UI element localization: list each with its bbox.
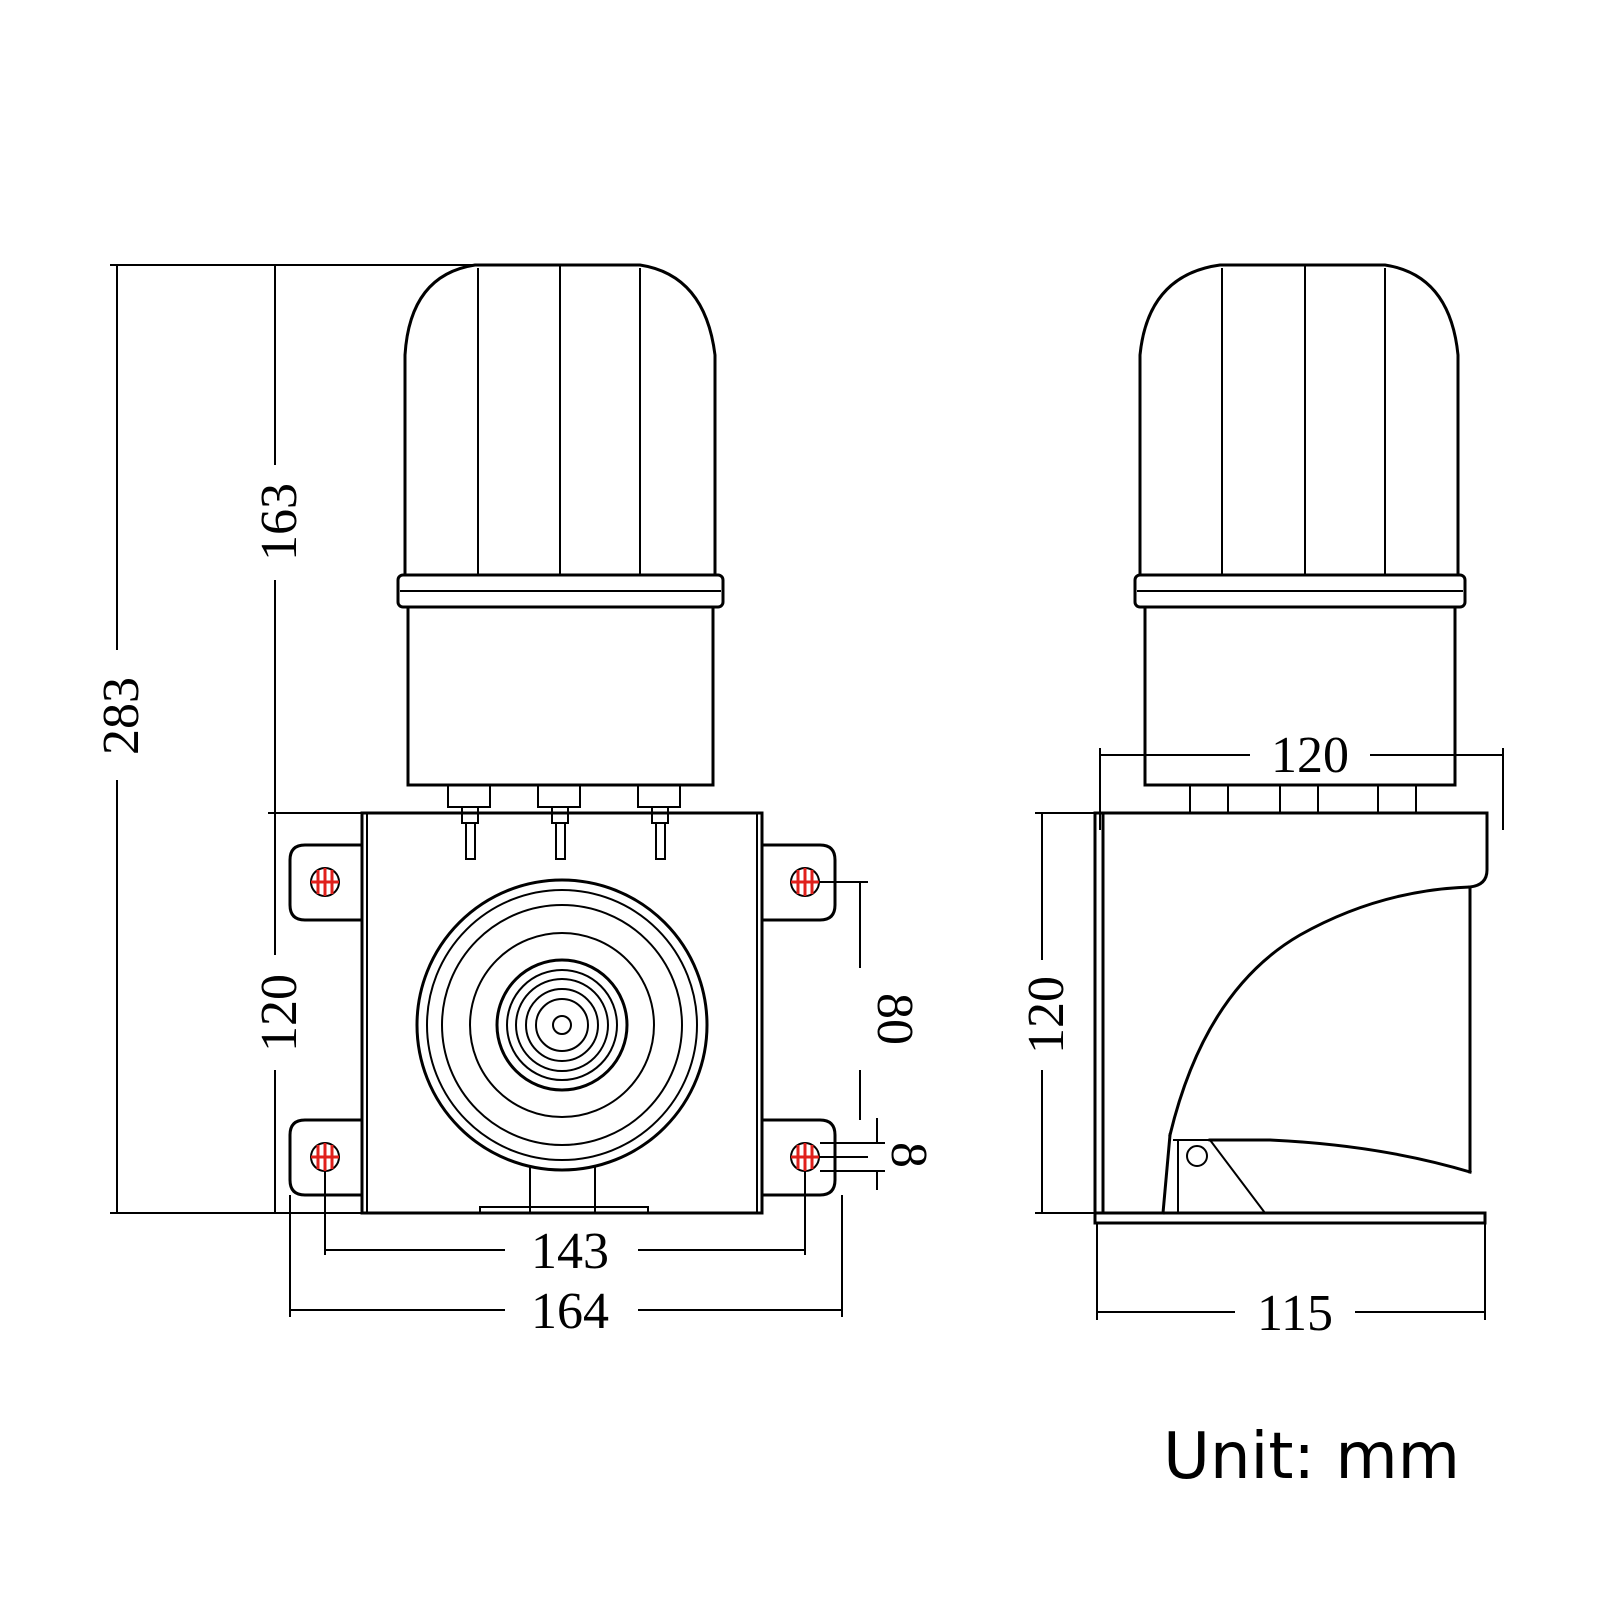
dim-base-height-front: 120 <box>251 974 308 1052</box>
front-dimension-lines <box>110 264 885 1317</box>
hole-marker <box>790 1142 820 1172</box>
front-beacon-lamp <box>396 263 725 787</box>
dim-lamp-height: 163 <box>251 483 308 561</box>
side-view: 120 120 115 <box>1018 263 1504 1342</box>
front-view: 283 163 120 80 8 143 164 <box>93 263 937 1340</box>
dim-hole-vertical-spacing: 80 <box>866 993 923 1045</box>
dim-overall-height: 283 <box>93 677 150 755</box>
dim-depth: 115 <box>1257 1285 1333 1342</box>
side-horn-body <box>1093 811 1489 1225</box>
front-mounting-tabs <box>288 843 837 1197</box>
dim-base-height-side: 120 <box>1018 976 1075 1054</box>
unit-label: Unit: mm <box>1163 1420 1460 1494</box>
dim-hole-diameter: 8 <box>880 1142 937 1168</box>
front-speaker <box>415 878 709 1172</box>
front-base-box <box>360 811 764 1215</box>
side-dimension-lines <box>1035 748 1504 1320</box>
hole-marker <box>310 1142 340 1172</box>
side-beacon-lamp <box>1133 263 1467 787</box>
side-terminals <box>1189 784 1417 814</box>
front-terminals <box>447 784 681 860</box>
dim-lamp-diameter: 120 <box>1271 727 1349 784</box>
hole-marker <box>790 867 820 897</box>
dim-hole-horizontal-spacing: 143 <box>531 1223 609 1280</box>
hole-marker <box>310 867 340 897</box>
dim-overall-width: 164 <box>531 1283 609 1340</box>
front-mounting-holes <box>310 867 820 1172</box>
